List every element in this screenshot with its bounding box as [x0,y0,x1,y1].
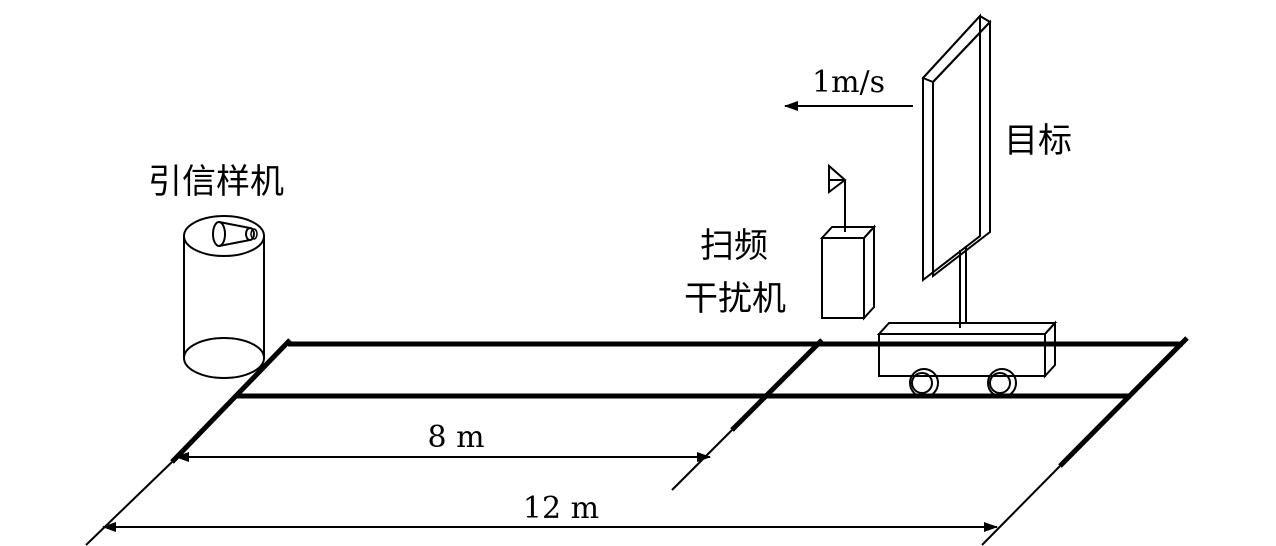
cart-body-top [876,322,1058,335]
ext-left [85,461,173,546]
fuze-prototype: 引信样机 [148,162,284,379]
dim-12m-label: 12 m [523,491,599,526]
cylinder-top [183,215,265,257]
target-plate-front [922,13,981,283]
cart-body-front [878,333,1046,377]
jammer-label-line1: 扫频 [700,226,768,266]
jammer-box-front [821,237,865,319]
jammer: 扫频 干扰机 [684,163,877,321]
track-end-left [170,338,292,464]
ext-right [981,465,1061,546]
ext-mid [671,429,733,491]
target-label: 目标 [1004,121,1072,161]
cart-body-side [1044,320,1056,379]
jammer-label-line2: 干扰机 [684,279,786,319]
fuze-label: 引信样机 [148,162,284,202]
target-plate-side [932,19,991,279]
jammer-box-side [863,224,875,321]
cart-wheel-right [987,368,1017,398]
cylinder-bottom [183,337,265,379]
dim-8m-label: 8 m [427,420,484,455]
velocity-label: 1m/s [812,65,885,100]
dimension-lines: 8 m 12 m [85,420,1061,546]
track [170,336,1189,468]
horn-antenna-icon [212,221,258,247]
cart-wheel-left [909,368,939,398]
track-end-right [1058,336,1189,468]
track-mid-crossbar [730,338,824,432]
target-cart: 1m/s 目标 [784,13,1072,398]
